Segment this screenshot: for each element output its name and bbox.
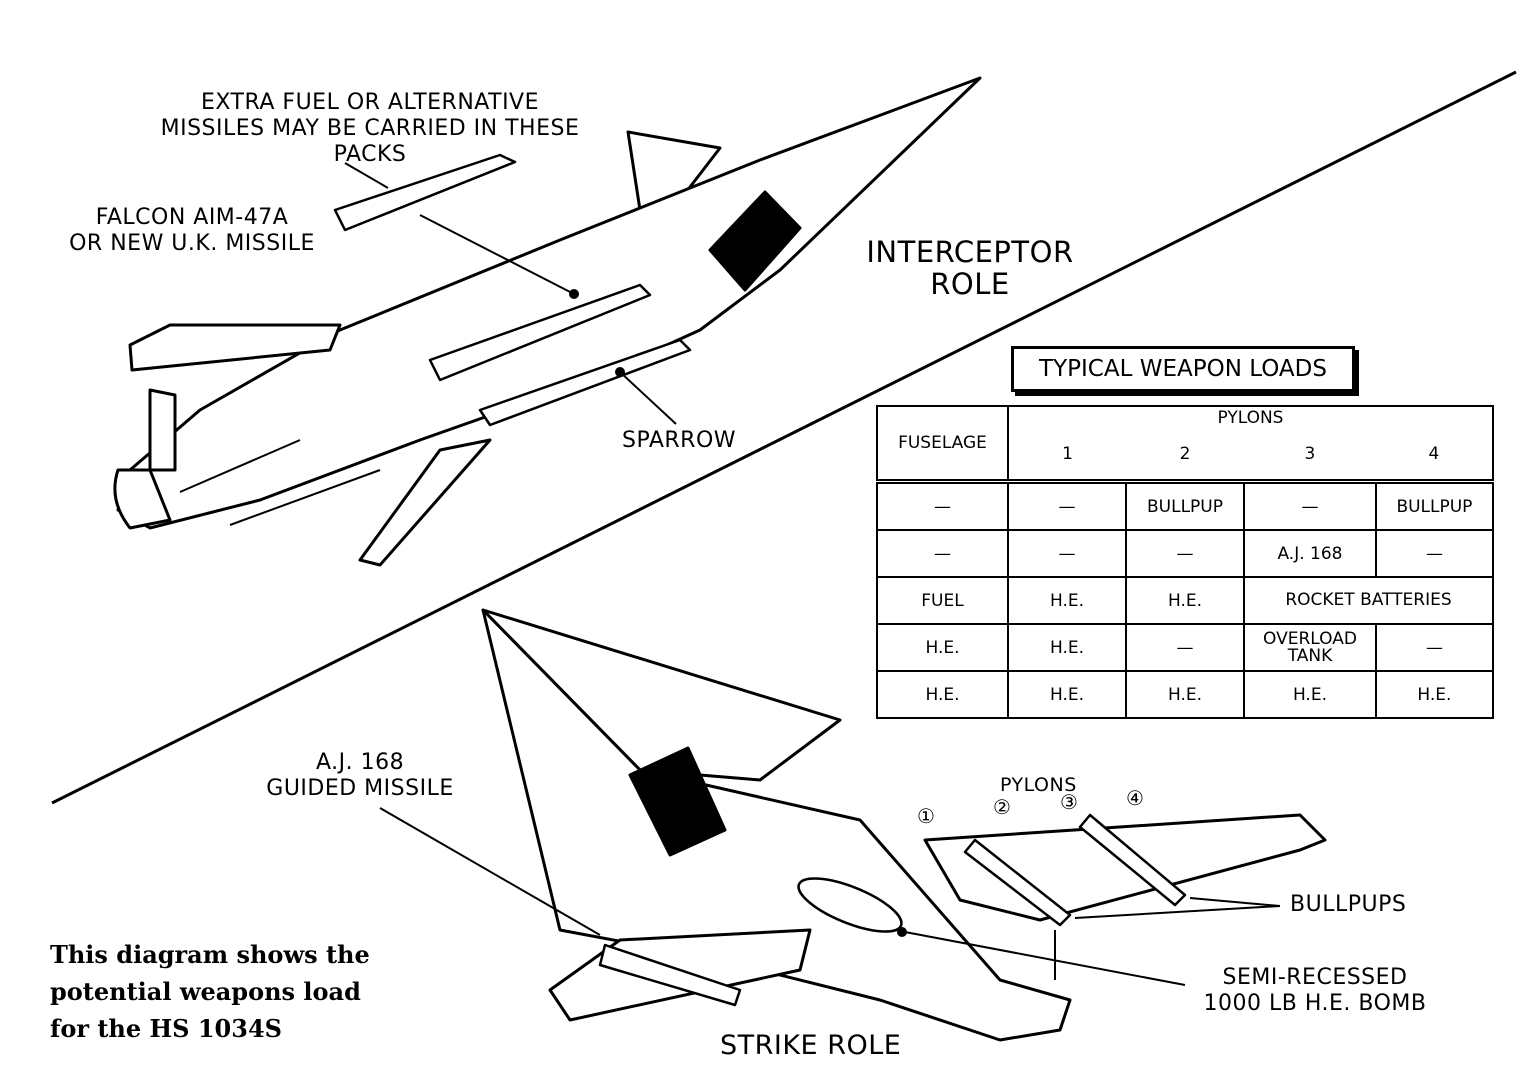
table-cell: H.E. bbox=[1243, 670, 1377, 719]
extra-fuel-label: EXTRA FUEL OR ALTERNATIVE MISSILES MAY B… bbox=[160, 90, 580, 167]
table-cell: H.E. bbox=[876, 623, 1009, 672]
sparrow-label: SPARROW bbox=[622, 428, 737, 453]
table-row: H.E. H.E. H.E. H.E. H.E. bbox=[876, 670, 1494, 719]
header-pylon-4: 4 bbox=[1375, 429, 1494, 483]
table-cell: H.E. bbox=[1007, 623, 1127, 672]
table-cell: H.E. bbox=[876, 670, 1009, 719]
table-row: — — — A.J. 168 — bbox=[876, 529, 1494, 578]
table-row: H.E. H.E. — OVERLOAD TANK — bbox=[876, 623, 1494, 672]
aj168-label: A.J. 168 GUIDED MISSILE bbox=[266, 750, 454, 801]
table-cell: — bbox=[876, 479, 1009, 531]
table-cell: — bbox=[876, 529, 1009, 578]
table-cell: — bbox=[1125, 623, 1245, 672]
table-cell: H.E. bbox=[1125, 576, 1245, 625]
divider-line bbox=[51, 70, 1517, 805]
bullpups-label: BULLPUPS bbox=[1290, 892, 1407, 917]
header-fuselage: FUSELAGE bbox=[876, 405, 1009, 483]
strike-role-label: STRIKE ROLE bbox=[720, 1030, 902, 1061]
header-pylons: PYLONS bbox=[1007, 405, 1494, 429]
diagram-caption: This diagram shows the potential weapons… bbox=[50, 940, 370, 1043]
table-cell: H.E. bbox=[1007, 670, 1127, 719]
table-cell: ROCKET BATTERIES bbox=[1243, 576, 1494, 625]
table-cell: — bbox=[1374, 623, 1494, 672]
table-cell: BULLPUP bbox=[1125, 479, 1245, 531]
table-cell: — bbox=[1243, 479, 1377, 531]
interceptor-leaders bbox=[344, 162, 677, 425]
interceptor-aircraft bbox=[113, 76, 982, 567]
falcon-label: FALCON AIM-47A OR NEW U.K. MISSILE bbox=[69, 205, 315, 256]
pylon-3-marker: ③ bbox=[1060, 790, 1078, 814]
header-pylon-2: 2 bbox=[1126, 429, 1244, 483]
table-cell: BULLPUP bbox=[1374, 479, 1494, 531]
table-row: FUEL H.E. H.E. ROCKET BATTERIES bbox=[876, 576, 1494, 625]
table-cell: A.J. 168 bbox=[1243, 529, 1377, 578]
table-cell: H.E. bbox=[1125, 670, 1245, 719]
table-cell: H.E. bbox=[1374, 670, 1494, 719]
table-cell: FUEL bbox=[876, 576, 1009, 625]
table-cell: OVERLOAD TANK bbox=[1243, 623, 1377, 672]
table-cell: — bbox=[1125, 529, 1245, 578]
table-cell: — bbox=[1007, 479, 1127, 531]
strike-aircraft bbox=[481, 608, 1327, 1042]
table-cell: H.E. bbox=[1007, 576, 1127, 625]
interceptor-role-label: INTERCEPTOR ROLE bbox=[866, 235, 1074, 301]
pylon-2-marker: ② bbox=[993, 795, 1011, 819]
weapon-loads-table: FUSELAGE PYLONS 1 2 3 4 — — BULLPUP — BU… bbox=[876, 405, 1494, 719]
bomb-label: SEMI-RECESSED 1000 LB H.E. BOMB bbox=[1203, 965, 1427, 1016]
pylon-1-marker: ① bbox=[917, 804, 935, 828]
pylon-4-marker: ④ bbox=[1126, 786, 1144, 810]
table-cell: — bbox=[1007, 529, 1127, 578]
table-cell: — bbox=[1374, 529, 1494, 578]
table-row: — — BULLPUP — BULLPUP bbox=[876, 479, 1494, 531]
header-pylon-3: 3 bbox=[1244, 429, 1376, 483]
header-pylon-1: 1 bbox=[1007, 429, 1126, 483]
strike-leaders bbox=[379, 807, 1281, 986]
weapon-loads-title: TYPICAL WEAPON LOADS bbox=[1011, 346, 1355, 392]
pylons-label: PYLONS bbox=[1000, 774, 1077, 796]
